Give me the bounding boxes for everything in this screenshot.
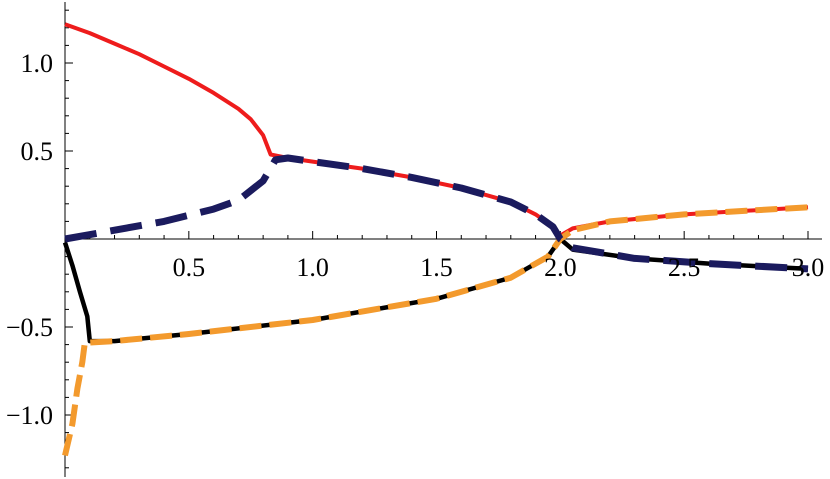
y-tick-label: 1.0 — [21, 49, 54, 78]
y-tick-label: 0.5 — [21, 137, 54, 166]
series-0-line — [64, 22, 809, 238]
x-tick-label: 0.5 — [173, 253, 206, 282]
series-layer — [62, 22, 809, 457]
y-tick-label: −0.5 — [6, 313, 53, 342]
series-3-line — [62, 204, 809, 457]
x-tick-label: 1.5 — [420, 253, 453, 282]
x-tick-label: 3.0 — [792, 253, 825, 282]
x-tick-label: 1.0 — [296, 253, 329, 282]
x-tick-label: 2.0 — [544, 253, 577, 282]
y-tick-label: −1.0 — [6, 401, 53, 430]
x-tick-label: 2.5 — [668, 253, 701, 282]
tick-labels: 0.5 1.0 1.5 2.0 2.5 3.0 −1.0 −0.5 0.5 1.0 — [6, 49, 824, 430]
series-2-line — [64, 154, 809, 273]
axes — [64, 2, 822, 477]
